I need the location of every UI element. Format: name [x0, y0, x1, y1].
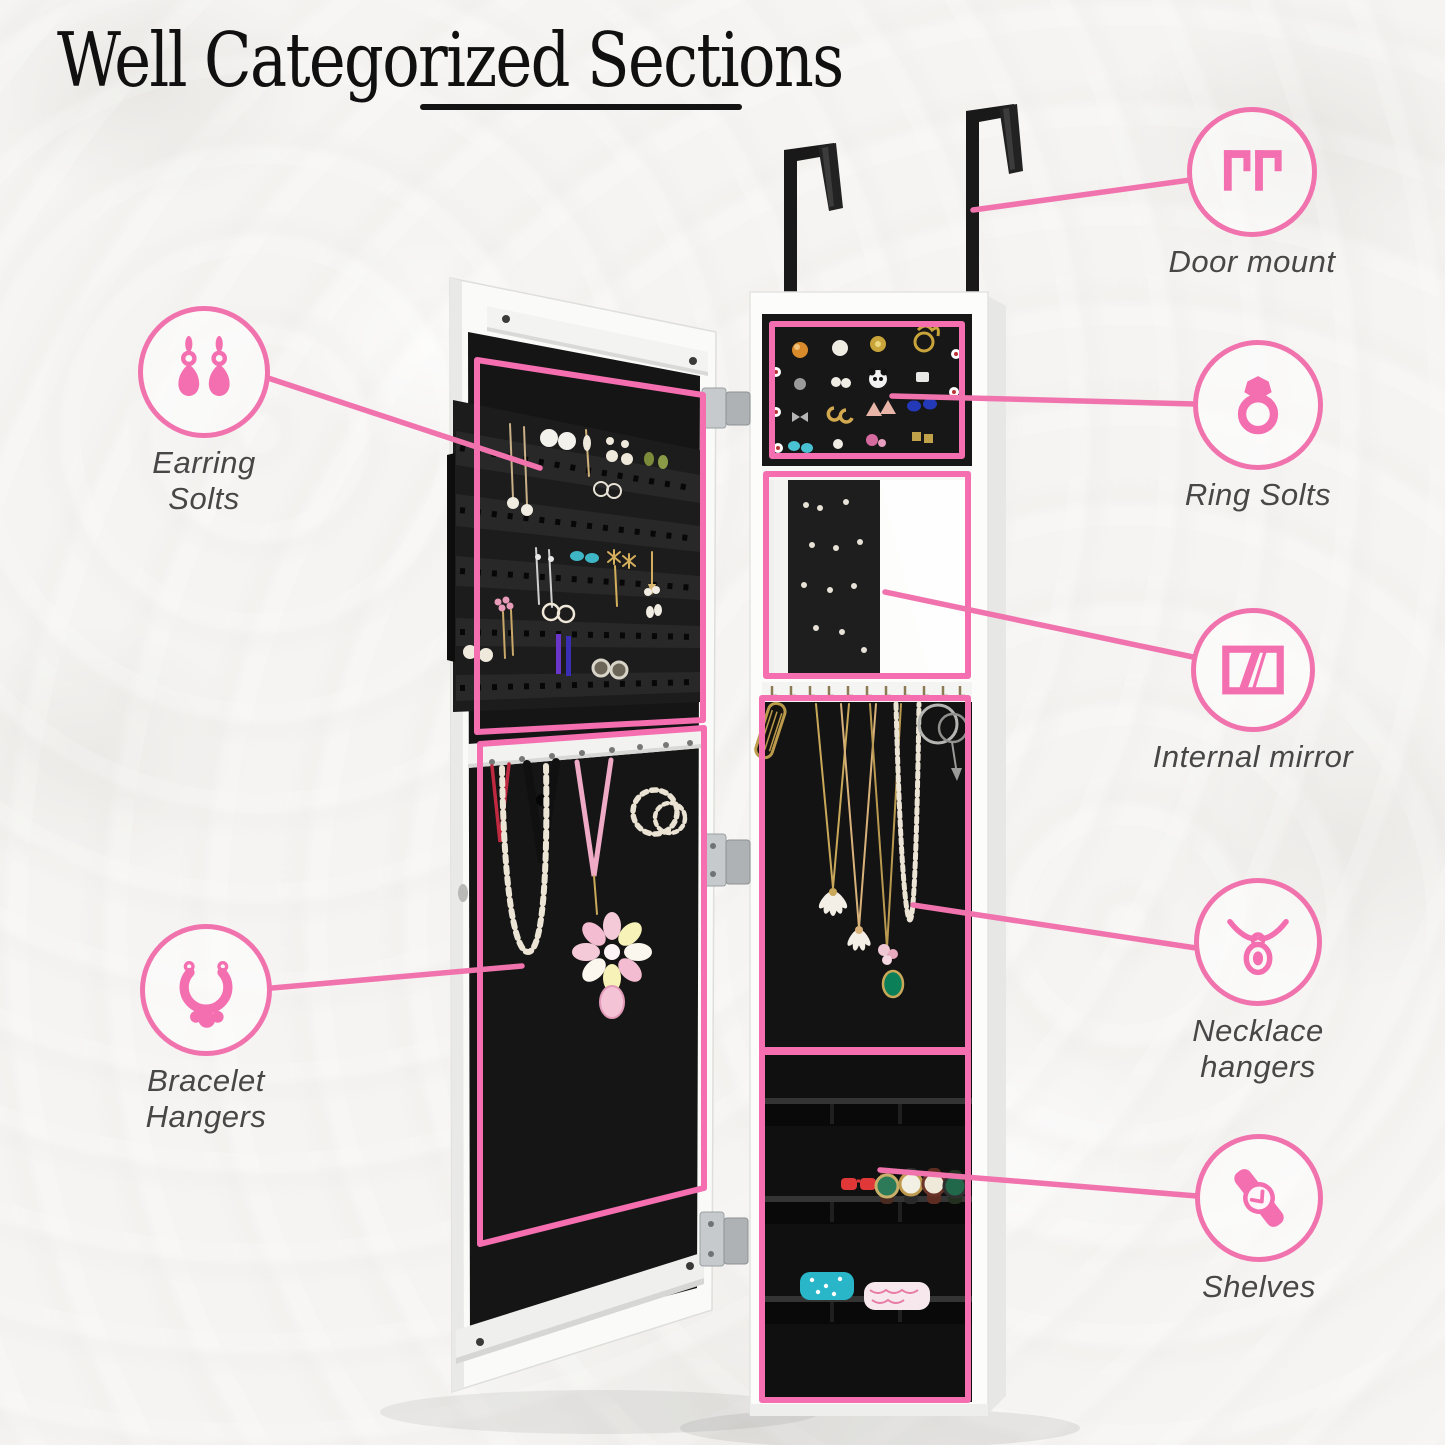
- bracelet-badge: [140, 924, 272, 1056]
- callout-line-ring: [889, 393, 1198, 407]
- left-door: [447, 277, 717, 1394]
- callout-ring-slots: Ring Solts: [1108, 340, 1408, 513]
- rolled-scarves: [800, 1272, 930, 1310]
- shelves-area: [764, 1050, 972, 1402]
- title-underline: [420, 104, 742, 110]
- highlight-box-shelves: [759, 1049, 971, 1403]
- mirror-label: Internal mirror: [1152, 739, 1354, 774]
- earring-badge: [138, 306, 270, 438]
- bracelet-icon: [179, 961, 233, 1028]
- door-hook-left: [784, 143, 843, 306]
- callout-door-mount: Door mount: [1102, 107, 1402, 280]
- door-hinges: [699, 387, 751, 1267]
- mirror-badge: [1191, 608, 1315, 732]
- highlight-box-earring-slots: [474, 357, 706, 735]
- left-door-latch: [458, 884, 468, 902]
- door-hooks-icon: [1223, 150, 1282, 191]
- page-title: Well Categorized Sections: [57, 16, 844, 104]
- left-door-necklaces: [490, 757, 688, 1019]
- shelf-row: [764, 1196, 972, 1224]
- necklace-icon: [1227, 918, 1289, 976]
- door-hook-right: [966, 104, 1023, 292]
- ring-icon: [1237, 376, 1279, 435]
- floor-shadow: [380, 1390, 1080, 1445]
- callout-line-door-mount: [970, 177, 1193, 213]
- necklace-area: [754, 701, 972, 1050]
- earrings-icon: [178, 336, 230, 396]
- highlight-boxes: [474, 321, 971, 1403]
- stud-board: [762, 314, 972, 466]
- callout-line-shelves: [877, 1167, 1200, 1199]
- ring-badge: [1193, 340, 1323, 470]
- necklace-badge: [1194, 878, 1322, 1006]
- callout-line-mirror: [882, 589, 1196, 660]
- mirror-icon: [1222, 645, 1284, 695]
- callout-line-necklace: [910, 902, 1199, 951]
- watches: [874, 1168, 968, 1204]
- shelves-label: Shelves: [1202, 1269, 1316, 1304]
- highlight-box-bracelet-hangers: [477, 725, 707, 1247]
- watch-icon: [1234, 1169, 1284, 1227]
- left-door-top-rail: [487, 306, 708, 376]
- highlight-box-mirror: [763, 471, 971, 679]
- door-mount-label: Door mount: [1168, 244, 1336, 279]
- internal-mirror: [764, 480, 972, 678]
- earrings-display: [463, 423, 668, 680]
- ring-label: Ring Solts: [1184, 477, 1332, 512]
- callout-line-earring: [265, 375, 543, 471]
- callout-lines: [265, 177, 1200, 1199]
- highlight-box-ring-slots: [769, 321, 965, 459]
- left-door-bottom-rail: [456, 1252, 704, 1364]
- callout-line-bracelet: [269, 963, 525, 991]
- shelf-row: [764, 1098, 972, 1126]
- callout-internal-mirror: Internal mirror: [1103, 608, 1403, 775]
- necklace-pendants: [818, 703, 969, 999]
- door-mount-badge: [1187, 107, 1317, 237]
- callout-shelves: Shelves: [1109, 1134, 1409, 1305]
- sunglasses: [841, 1178, 876, 1190]
- shelves-badge: [1195, 1134, 1323, 1262]
